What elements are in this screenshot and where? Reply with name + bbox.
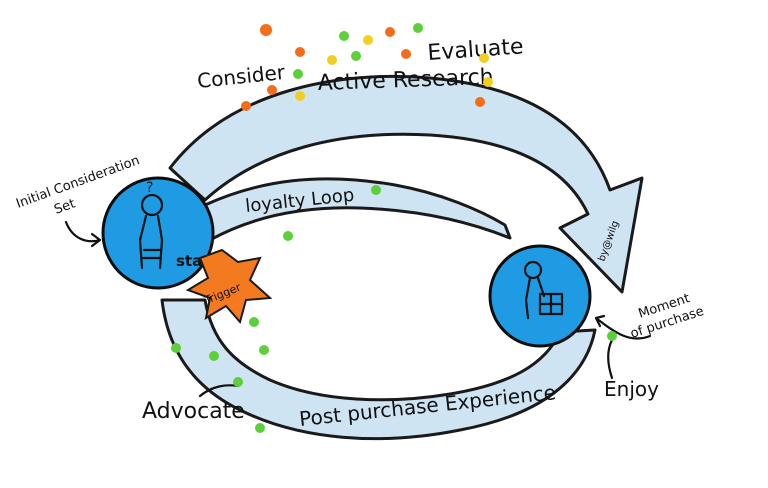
initial-consideration-set-label: Set — [52, 196, 77, 217]
dot — [209, 351, 219, 361]
dot — [363, 35, 373, 45]
svg-text:?: ? — [146, 180, 153, 196]
dot — [483, 77, 493, 87]
dot — [327, 55, 337, 65]
enjoy-pointer — [607, 338, 614, 380]
post-purchase-arrow — [160, 298, 597, 441]
loyalty-loop-arrow — [203, 177, 512, 242]
thinking-person-icon: ? — [138, 180, 164, 270]
dot — [249, 317, 259, 327]
dot — [267, 85, 277, 95]
dot — [371, 185, 381, 195]
advocate-label: Advocate — [142, 399, 245, 424]
active-research-arrow — [168, 74, 644, 294]
dot — [607, 331, 617, 341]
start-node — [101, 176, 215, 290]
dot — [295, 47, 305, 57]
explosion-icon — [185, 248, 273, 325]
dot — [401, 49, 411, 59]
dot — [475, 97, 485, 107]
dot — [241, 101, 251, 111]
moment-of-purchase-pointer — [594, 314, 652, 340]
active-research-label: Active Research — [317, 65, 494, 96]
dot — [233, 377, 243, 387]
dot — [260, 24, 272, 36]
dot — [259, 345, 269, 355]
dot — [413, 23, 423, 33]
dot — [479, 53, 489, 63]
dot — [351, 51, 361, 61]
dot — [385, 27, 395, 37]
dot — [339, 31, 349, 41]
dot — [283, 231, 293, 241]
touchpoint-dots — [171, 23, 617, 433]
initial-consideration-pointer — [64, 220, 102, 248]
enjoy-label: Enjoy — [604, 377, 659, 401]
dot — [293, 69, 303, 79]
person-with-gift-icon — [523, 260, 564, 320]
dot — [295, 91, 305, 101]
dot — [171, 343, 181, 353]
dot — [255, 423, 265, 433]
evaluate-label: Evaluate — [427, 34, 525, 66]
